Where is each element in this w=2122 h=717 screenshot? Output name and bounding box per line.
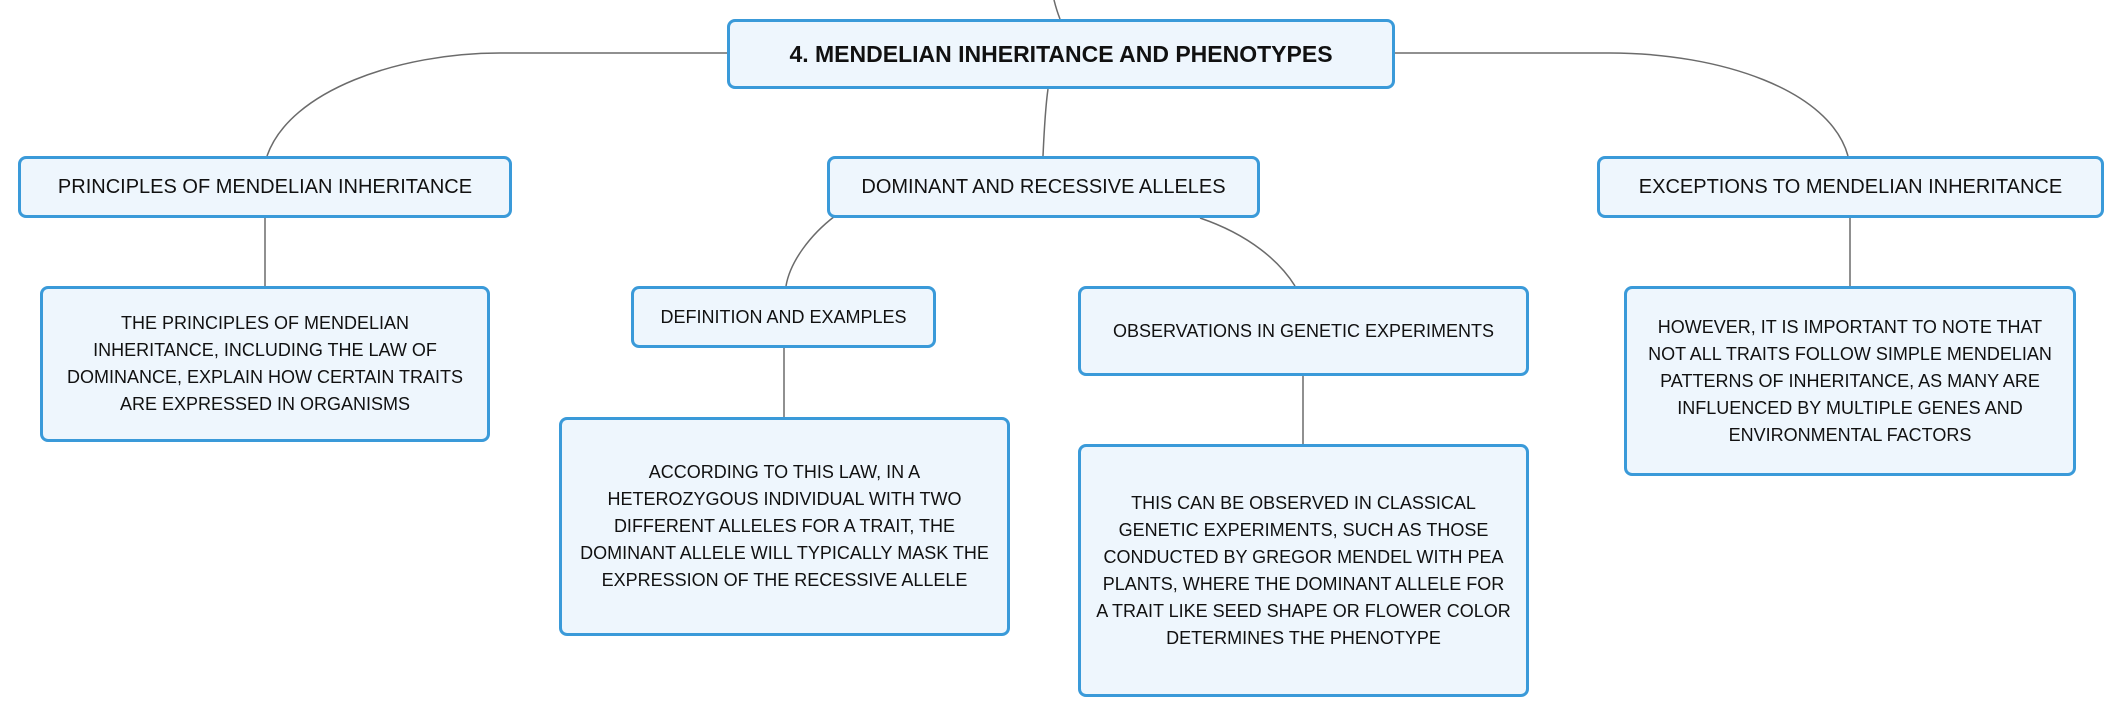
root-topic-label: 4. MENDELIAN INHERITANCE AND PHENOTYPES — [789, 40, 1333, 67]
topic-exceptions-text[interactable]: HOWEVER, IT IS IMPORTANT TO NOTE THAT NO… — [1624, 286, 2076, 476]
connector-root-to-principles — [266, 52, 727, 157]
connector-root-to-dominant — [1042, 88, 1049, 157]
subtopic-observations-label: OBSERVATIONS IN GENETIC EXPERIMENTS — [1112, 320, 1495, 341]
subtopic-definition-text-label: ACCORDING TO THIS LAW, IN A HETEROZYGOUS… — [580, 462, 989, 590]
subtopic-definition[interactable]: DEFINITION AND EXAMPLES — [631, 286, 936, 348]
subtopic-observations[interactable]: OBSERVATIONS IN GENETIC EXPERIMENTS — [1078, 286, 1529, 376]
topic-exceptions-text-label: HOWEVER, IT IS IMPORTANT TO NOTE THAT NO… — [1648, 316, 2052, 445]
topic-principles-label: PRINCIPLES OF MENDELIAN INHERITANCE — [57, 175, 473, 198]
topic-principles-text[interactable]: THE PRINCIPLES OF MENDELIAN INHERITANCE,… — [40, 286, 490, 442]
subtopic-observations-text-label: THIS CAN BE OBSERVED IN CLASSICAL GENETI… — [1096, 492, 1511, 648]
topic-principles[interactable]: PRINCIPLES OF MENDELIAN INHERITANCE — [18, 156, 512, 218]
topic-exceptions-label: EXCEPTIONS TO MENDELIAN INHERITANCE — [1638, 175, 2063, 198]
topic-exceptions[interactable]: EXCEPTIONS TO MENDELIAN INHERITANCE — [1597, 156, 2104, 218]
subtopic-definition-text[interactable]: ACCORDING TO THIS LAW, IN A HETEROZYGOUS… — [559, 417, 1010, 636]
topic-principles-text-label: THE PRINCIPLES OF MENDELIAN INHERITANCE,… — [66, 313, 464, 414]
connector-dominant-to-definition — [785, 215, 836, 287]
root-topic[interactable]: 4. MENDELIAN INHERITANCE AND PHENOTYPES — [727, 19, 1395, 89]
topic-dominant-recessive[interactable]: DOMINANT AND RECESSIVE ALLELES — [827, 156, 1260, 218]
connector-dominant-to-observations — [1199, 217, 1296, 287]
connector-root-parent — [1053, 0, 1061, 20]
connector-root-to-exceptions — [1395, 52, 1849, 157]
subtopic-definition-label: DEFINITION AND EXAMPLES — [660, 306, 907, 327]
subtopic-observations-text[interactable]: THIS CAN BE OBSERVED IN CLASSICAL GENETI… — [1078, 444, 1529, 697]
topic-dominant-recessive-label: DOMINANT AND RECESSIVE ALLELES — [861, 175, 1226, 198]
